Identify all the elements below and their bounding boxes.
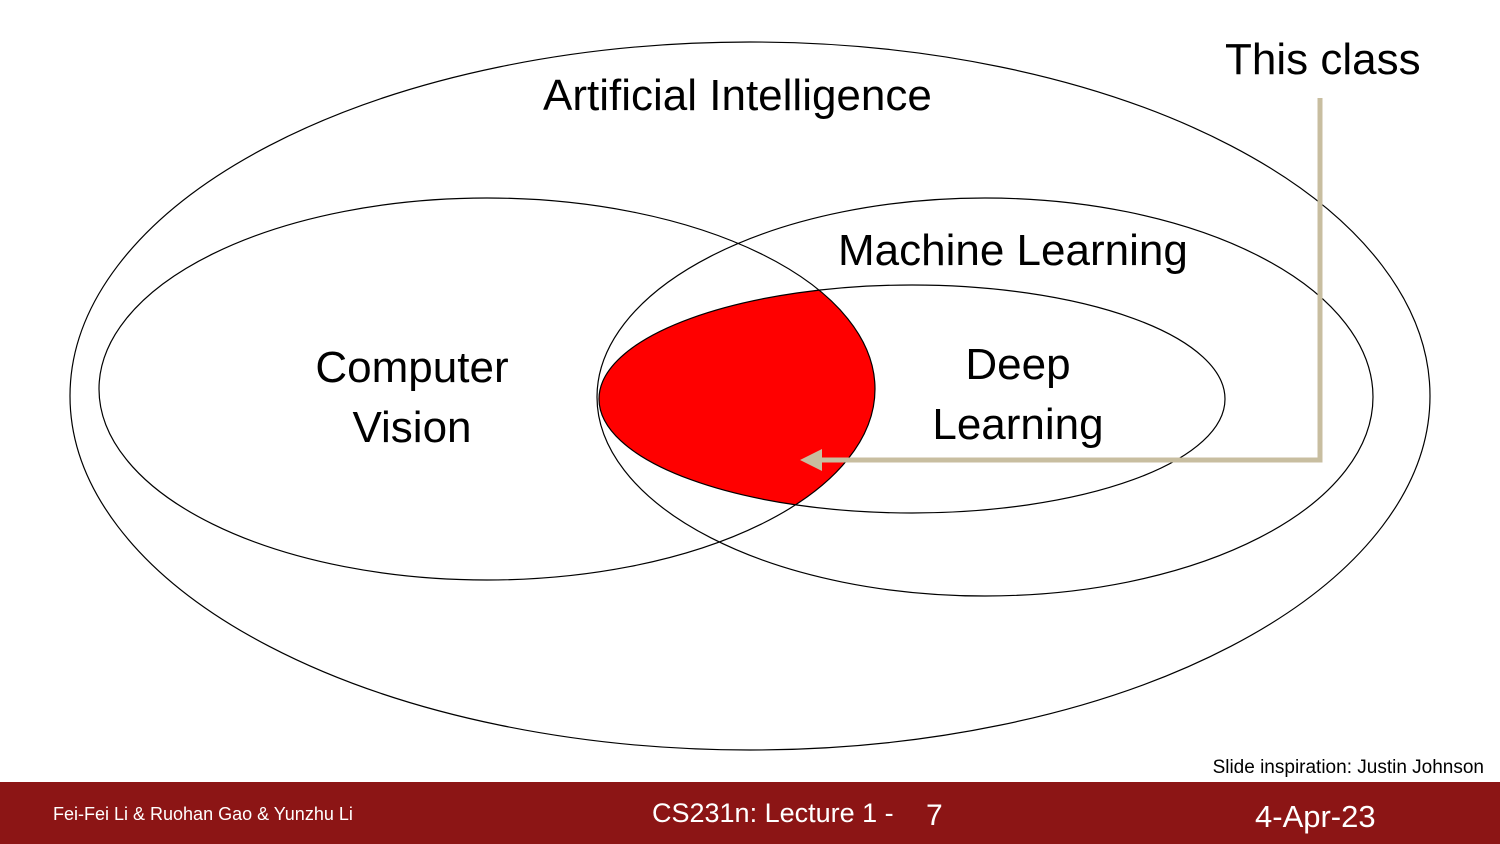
slide-footer: Fei-Fei Li & Ruohan Gao & Yunzhu Li CS23… (0, 782, 1500, 844)
callout-arrow-line (820, 98, 1323, 463)
footer-date: 4-Apr-23 (1255, 799, 1376, 834)
cv-label: Computer Vision (290, 338, 534, 458)
callout-label: This class (1225, 35, 1421, 84)
callout-arrow-head (800, 449, 822, 471)
cv-label-line1: Computer (315, 343, 509, 392)
cv-dl-intersection (599, 285, 875, 513)
venn-diagram (69, 41, 1431, 751)
dl-label-line2: Learning (932, 400, 1104, 449)
dl-label: Deep Learning (908, 335, 1128, 455)
footer-authors: Fei-Fei Li & Ruohan Gao & Yunzhu Li (53, 804, 353, 824)
footer-slide-number: 7 (926, 799, 943, 832)
ai-label: Artificial Intelligence (543, 71, 932, 120)
ai-ellipse (69, 41, 1431, 751)
ml-label: Machine Learning (838, 226, 1188, 275)
dl-label-line1: Deep (965, 340, 1071, 389)
cv-label-line2: Vision (352, 403, 472, 452)
dl-ellipse (598, 284, 1226, 514)
ml-ellipse (596, 197, 1374, 597)
slide-credit: Slide inspiration: Justin Johnson (1212, 757, 1484, 778)
cv-ellipse (98, 197, 876, 581)
footer-course: CS231n: Lecture 1 - (652, 798, 894, 828)
